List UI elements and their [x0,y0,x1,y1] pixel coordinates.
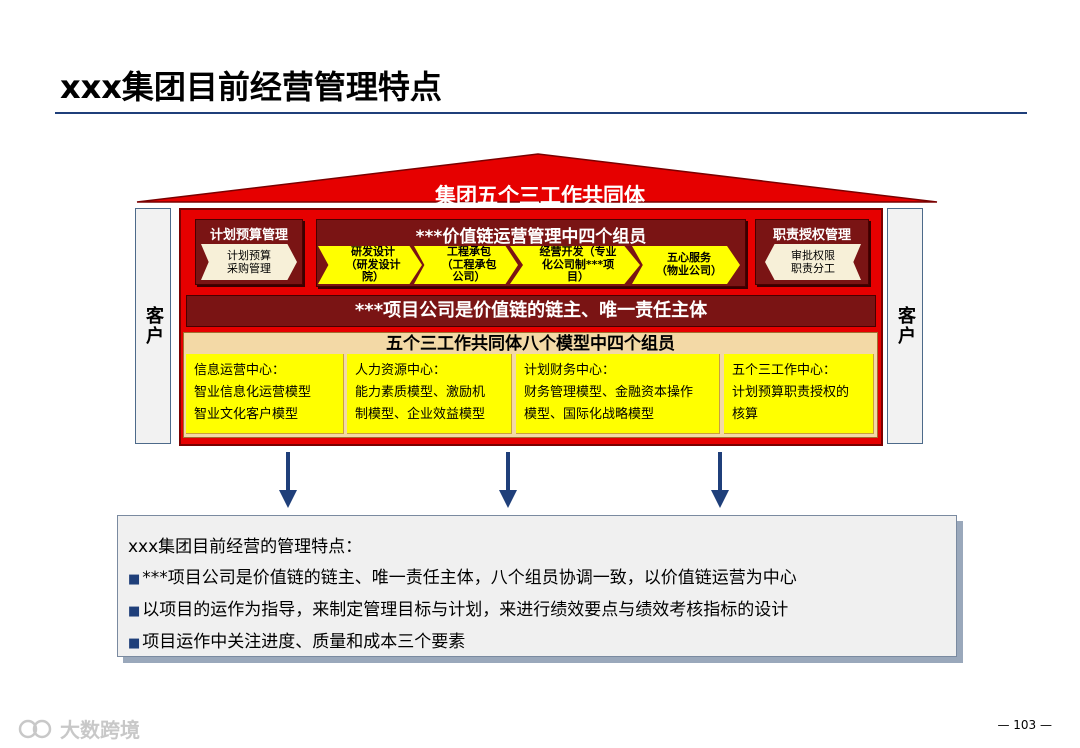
watermark-text: 大数跨境 [60,718,140,742]
down-arrow-icon [711,452,729,508]
summary-point-text: 以项目的运作为指导，来制定管理目标与计划，来进行绩效要点与绩效考核指标的设计 [142,600,789,620]
chain-step-operation: 经营开发（专业 化公司制***项 目） [510,246,640,284]
project-company-band: ***项目公司是价值链的链主、唯一责任主体 [186,295,876,327]
summary-point: ■项目运作中关注进度、质量和成本三个要素 [128,627,956,659]
roof-label: 集团五个三工作共同体 [435,184,645,208]
summary-box: xxx集团目前经营的管理特点： ■***项目公司是价值链的链主、唯一责任主体，八… [117,515,957,657]
customer-label-left: 客户 [143,306,164,346]
page-title: xxx集团目前经营管理特点 [60,68,442,106]
authority-chevron: 审批权限 职责分工 [765,244,861,280]
model-info-center: 信息运营中心： 智业信息化运营模型 智业文化客户模型 [186,354,344,434]
summary-point-text: ***项目公司是价值链的链主、唯一责任主体，八个组员协调一致，以价值链运营为中心 [142,568,797,588]
square-bullet-icon: ■ [128,572,141,587]
authority-header: 职责授权管理 [772,228,851,243]
plan-budget-chevron: 计划预算 采购管理 [201,244,297,280]
plan-budget-chevron-text: 计划预算 采购管理 [227,248,271,275]
model-hr-center: 人力资源中心： 能力素质模型、激励机 制模型、企业效益模型 [347,354,512,434]
watermark-icon [18,719,52,738]
square-bullet-icon: ■ [128,636,141,651]
authority-chevron-text: 审批权限 职责分工 [791,248,835,275]
value-chain-header: ***价值链运营管理中四个组员 [415,227,647,247]
customer-label-right: 客户 [895,306,916,346]
model-work-center: 五个三工作中心： 计划预算职责授权的 核算 [724,354,874,434]
summary-point-text: 项目运作中关注进度、质量和成本三个要素 [142,632,466,652]
chain-step-rd: 研发设计 （研发设计 院） [318,246,422,284]
down-arrow-icon [499,452,517,508]
chain-step-operation-text: 经营开发（专业 化公司制***项 目） [539,245,617,284]
watermark-logo: 大数跨境 [18,714,140,743]
title-divider [55,112,1027,114]
model-header: 五个三工作共同体八个模型中四个组员 [386,334,675,354]
chain-step-engineering-text: 工程承包 （工程承包 公司） [441,245,497,284]
chain-step-engineering: 工程承包 （工程承包 公司） [414,246,518,284]
square-bullet-icon: ■ [128,604,141,619]
summary-point: ■***项目公司是价值链的链主、唯一责任主体，八个组员协调一致，以价值链运营为中… [128,563,956,595]
chain-step-service-text: 五心服务 （物业公司） [656,251,722,277]
customer-pillar-right: 客户 [887,208,923,444]
summary-point: ■以项目的运作为指导，来制定管理目标与计划，来进行绩效要点与绩效考核指标的设计 [128,595,956,627]
page-number: — 103 — [997,718,1052,732]
customer-pillar-left: 客户 [135,208,171,444]
summary-heading: xxx集团目前经营的管理特点： [128,537,363,557]
plan-budget-header: 计划预算管理 [209,228,288,243]
chain-step-rd-text: 研发设计 （研发设计 院） [345,245,401,284]
model-finance-center: 计划财务中心： 财务管理模型、金融资本操作 模型、国际化战略模型 [516,354,720,434]
chain-step-service: 五心服务 （物业公司） [632,246,740,284]
down-arrow-icon [279,452,297,508]
